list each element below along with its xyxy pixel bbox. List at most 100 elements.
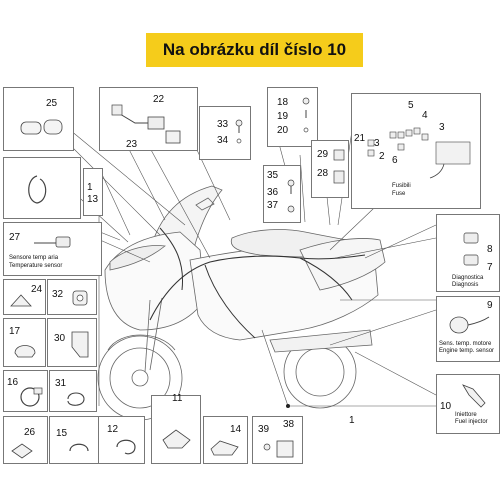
callout-8: 8 bbox=[487, 244, 493, 255]
engine-temp-label-en: Engine temp. sensor bbox=[439, 348, 495, 354]
part-box-18-20: 18 19 20 bbox=[267, 87, 318, 147]
part-box-10: 10 Iniettore Fuel injector bbox=[436, 374, 500, 434]
engine-temp-sensor-icon bbox=[449, 316, 490, 334]
part-box-26: 26 bbox=[3, 416, 48, 464]
screw-icon bbox=[235, 119, 243, 144]
callout-26: 26 bbox=[24, 427, 36, 438]
part-box-1-13: 1 13 bbox=[83, 168, 103, 216]
callout-5: 5 bbox=[408, 100, 414, 111]
rubber-holder-icon bbox=[11, 443, 33, 459]
air-temp-label-en: Temperature sensor bbox=[9, 263, 63, 269]
grommet-icon bbox=[72, 290, 88, 306]
diagnosis-label-en: Diagnosis bbox=[452, 282, 479, 288]
callout-30: 30 bbox=[54, 333, 66, 344]
part-box-fuse: 5 4 3 21 3 2 6 Fusibili Fuse bbox=[351, 93, 481, 209]
fuel-injector-icon bbox=[462, 384, 486, 408]
fuse-label-it: Fusibili bbox=[392, 183, 411, 189]
engine-temp-label-it: Sens. temp. motore bbox=[439, 341, 492, 347]
diagnostic-connector-icon bbox=[463, 232, 479, 266]
callout-16: 16 bbox=[7, 377, 19, 388]
fuse-box-icon bbox=[367, 127, 471, 179]
callout-20: 20 bbox=[277, 125, 289, 136]
callout-1-main: 1 bbox=[349, 415, 355, 426]
callout-12: 12 bbox=[107, 424, 119, 435]
part-box-9: 9 Sens. temp. motore Engine temp. sensor bbox=[436, 296, 500, 362]
callout-10: 10 bbox=[440, 401, 452, 412]
part-box-12: 12 bbox=[98, 416, 145, 464]
part-number-banner: Na obrázku díl číslo 10 bbox=[146, 33, 363, 67]
bracket-clip-icon bbox=[10, 294, 32, 307]
callout-29: 29 bbox=[317, 149, 329, 160]
air-temp-label-it: Sensore temp aria bbox=[9, 255, 59, 261]
part-box-32: 32 bbox=[47, 279, 97, 315]
callout-21: 21 bbox=[354, 133, 366, 144]
callout-18: 18 bbox=[277, 97, 289, 108]
handlebar-grip-icon bbox=[20, 119, 63, 135]
part-box-22-23: 22 23 bbox=[99, 87, 198, 151]
callout-24: 24 bbox=[31, 284, 43, 295]
clip-screw-icon bbox=[263, 440, 294, 458]
callout-25: 25 bbox=[46, 98, 58, 109]
fastener-icon bbox=[287, 179, 295, 213]
callout-39: 39 bbox=[258, 424, 270, 435]
cable-holder-icon bbox=[162, 429, 191, 449]
part-box-38-39: 39 38 bbox=[252, 416, 303, 464]
part-box-24: 24 bbox=[3, 279, 46, 315]
callout-7: 7 bbox=[487, 262, 493, 273]
callout-32: 32 bbox=[52, 289, 64, 300]
callout-3-right: 3 bbox=[439, 122, 445, 133]
callout-9: 9 bbox=[487, 300, 493, 311]
part-box-27: 27 Sensore temp aria Temperature sensor bbox=[3, 222, 102, 276]
callout-2: 2 bbox=[379, 151, 385, 162]
callout-33: 33 bbox=[217, 119, 229, 130]
relay-connector-icon bbox=[111, 104, 181, 144]
injector-label-it: Iniettore bbox=[455, 412, 477, 418]
callout-14: 14 bbox=[230, 424, 242, 435]
part-box-25: 25 bbox=[3, 87, 74, 151]
callout-13: 13 bbox=[87, 194, 99, 205]
callout-37: 37 bbox=[267, 200, 279, 211]
callout-38: 38 bbox=[283, 419, 295, 430]
part-box-16: 16 bbox=[3, 370, 48, 412]
callout-1-upper: 1 bbox=[87, 182, 93, 193]
bolt-washer-icon bbox=[302, 97, 310, 133]
part-box-17: 17 bbox=[3, 318, 46, 367]
part-box-cable-tie bbox=[3, 157, 81, 219]
part-box-33-34: 33 34 bbox=[199, 106, 251, 160]
callout-31: 31 bbox=[55, 378, 67, 389]
part-box-30: 30 bbox=[47, 318, 97, 367]
injector-label-en: Fuel injector bbox=[455, 419, 488, 425]
hose-clip-icon bbox=[116, 439, 136, 455]
callout-22: 22 bbox=[153, 94, 165, 105]
callout-19: 19 bbox=[277, 111, 289, 122]
callout-35: 35 bbox=[267, 170, 279, 181]
ring-clip-icon bbox=[67, 392, 85, 406]
connector-block-icon bbox=[333, 149, 345, 184]
part-box-35-37: 35 36 37 bbox=[263, 165, 301, 223]
part-box-14: 14 bbox=[203, 416, 248, 464]
callout-4: 4 bbox=[422, 110, 428, 121]
pipe-clamp-icon bbox=[20, 387, 43, 407]
callout-28: 28 bbox=[317, 168, 329, 179]
clamp-icon bbox=[14, 345, 36, 358]
part-box-15: 15 bbox=[49, 416, 99, 464]
part-box-11: 11 bbox=[151, 394, 201, 464]
callout-6: 6 bbox=[392, 155, 398, 166]
cable-tie-icon bbox=[28, 175, 47, 204]
callout-34: 34 bbox=[217, 135, 229, 146]
callout-27: 27 bbox=[9, 232, 21, 243]
part-box-7-8: 8 7 Diagnostica Diagnosis bbox=[436, 214, 500, 292]
cable-ring-icon bbox=[69, 443, 89, 452]
callout-36: 36 bbox=[267, 187, 279, 198]
callout-3-left: 3 bbox=[374, 138, 380, 149]
callout-23: 23 bbox=[126, 139, 138, 150]
part-box-28-29: 29 28 bbox=[311, 140, 349, 198]
callout-17: 17 bbox=[9, 326, 21, 337]
callout-15: 15 bbox=[56, 428, 68, 439]
air-temp-sensor-icon bbox=[34, 236, 71, 248]
mount-plate-icon bbox=[71, 331, 89, 358]
part-box-31: 31 bbox=[49, 370, 97, 412]
fuse-label-en: Fuse bbox=[392, 191, 406, 197]
